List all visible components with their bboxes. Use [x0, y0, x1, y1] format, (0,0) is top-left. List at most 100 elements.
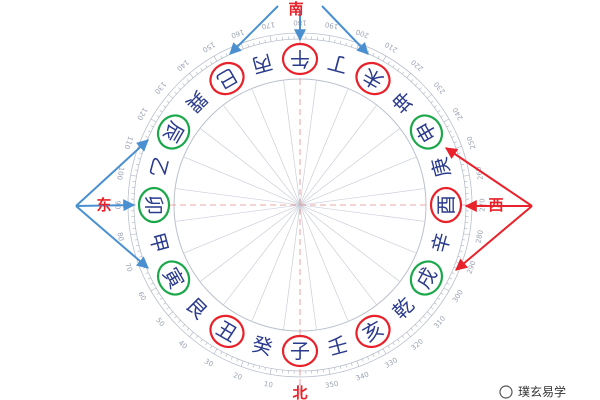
direction-label-east: 东 — [96, 196, 111, 214]
degree-tick — [459, 250, 463, 252]
degree-tick — [186, 79, 190, 82]
degree-tick — [351, 44, 353, 48]
degree-tick — [462, 169, 466, 171]
mountain-20: 辰 — [156, 114, 191, 150]
degree-tick — [134, 169, 138, 171]
degree-tick — [147, 277, 151, 280]
degree-tick — [449, 277, 453, 280]
mountain-0: 午 — [281, 42, 319, 76]
degree-tick — [195, 335, 199, 339]
degree-label: 240 — [451, 106, 465, 122]
degree-label: 320 — [410, 337, 425, 352]
degree-tick — [186, 328, 190, 331]
degree-tick — [377, 55, 380, 59]
mountain-5: 庚 — [427, 154, 455, 180]
mountain-label: 丙 — [249, 50, 275, 78]
degree-tick — [213, 348, 218, 355]
degree-tick — [401, 71, 405, 75]
mountain-label: 乾 — [388, 293, 419, 324]
degree-tick — [406, 331, 411, 337]
degree-tick — [415, 83, 418, 86]
degree-tick — [339, 40, 342, 45]
degree-label: 200 — [355, 27, 370, 39]
degree-tick — [430, 306, 434, 310]
mountain-label: 坤 — [388, 86, 419, 117]
degree-tick — [163, 105, 166, 108]
watermark: 璞玄易学 — [499, 384, 566, 399]
degree-tick — [446, 125, 450, 128]
degree-label: 250 — [465, 135, 477, 150]
direction-arrow — [321, 5, 369, 55]
mountain-label: 癸 — [249, 332, 275, 360]
degree-tick — [269, 368, 272, 375]
degree-tick — [236, 48, 239, 52]
mountain-3: 坤 — [388, 86, 419, 117]
degree-tick — [147, 130, 151, 133]
degree-label: 280 — [475, 229, 485, 244]
degree-tick — [423, 91, 426, 95]
degree-tick — [258, 365, 261, 370]
degree-tick — [174, 315, 177, 319]
mountain-label: 乙 — [145, 154, 173, 180]
degree-tick — [377, 351, 380, 355]
degree-tick — [382, 348, 387, 355]
degree-tick — [426, 94, 432, 99]
degree-tick — [139, 152, 143, 154]
mountain-12: 子 — [281, 334, 319, 368]
degree-tick — [159, 297, 163, 300]
degree-tick — [163, 302, 166, 305]
degree-tick — [443, 118, 450, 123]
mountain-label: 壬 — [325, 332, 351, 360]
degree-tick — [410, 79, 414, 82]
degree-label: 0 — [298, 384, 302, 392]
degree-label: 210 — [383, 40, 399, 54]
mountain-19: 乙 — [145, 154, 173, 180]
green-circle-marker — [156, 260, 191, 296]
mountain-15: 艮 — [181, 293, 212, 324]
degree-tick — [159, 110, 163, 113]
degree-label: 230 — [432, 80, 447, 95]
degree-label: 350 — [324, 380, 339, 390]
degree-tick — [453, 141, 457, 144]
degree-tick — [463, 233, 470, 236]
degree-tick — [387, 345, 390, 349]
degree-tick — [269, 35, 272, 42]
degree-tick — [367, 356, 370, 360]
degree-tick — [453, 266, 457, 269]
degree-tick — [328, 368, 331, 375]
direction-arrow — [455, 205, 533, 271]
degree-label: 190 — [324, 20, 339, 30]
degree-tick — [264, 39, 266, 43]
degree-tick — [253, 364, 255, 368]
mountain-21: 巽 — [181, 86, 212, 117]
degree-tick — [156, 115, 160, 118]
degree-tick — [145, 272, 149, 275]
mountain-label: 庚 — [427, 154, 455, 180]
mountain-7: 辛 — [427, 230, 455, 256]
mountain-2: 未 — [355, 61, 391, 96]
degree-label: 70 — [123, 262, 134, 273]
degree-tick — [451, 135, 455, 138]
mountain-22: 巳 — [209, 61, 245, 96]
degree-label: 220 — [410, 58, 425, 73]
degree-label: 80 — [116, 232, 125, 242]
degree-label: 340 — [355, 370, 370, 382]
degree-tick — [135, 163, 140, 166]
degree-tick — [130, 174, 137, 177]
degree-tick — [463, 174, 470, 177]
degree-label: 10 — [263, 380, 273, 389]
degree-label: 30 — [203, 357, 215, 368]
mountain-23: 丙 — [249, 50, 275, 78]
degree-tick — [210, 61, 213, 65]
degree-tick — [182, 83, 185, 86]
degree-label: 140 — [175, 58, 190, 73]
degree-tick — [339, 365, 342, 370]
mountain-11: 壬 — [325, 332, 351, 360]
green-circle-marker — [156, 114, 191, 150]
degree-tick — [145, 135, 149, 138]
mountain-1: 丁 — [325, 50, 351, 78]
degree-tick — [397, 339, 400, 342]
degree-tick — [457, 152, 461, 154]
degree-tick — [225, 354, 228, 358]
mountain-14: 丑 — [209, 314, 245, 349]
